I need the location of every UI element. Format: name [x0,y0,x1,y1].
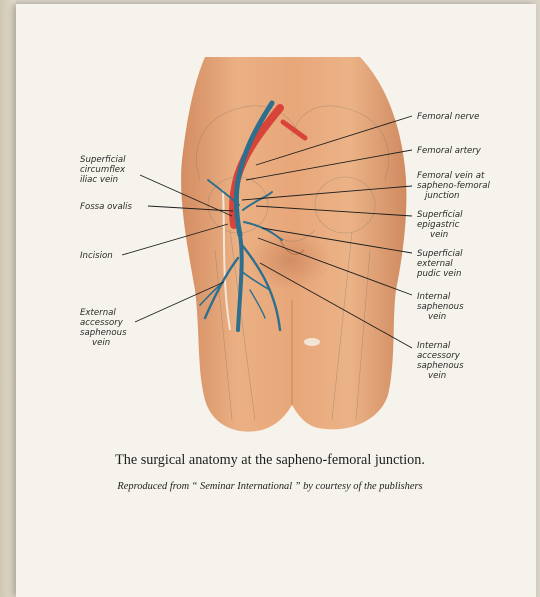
label-fossa-ovalis: Fossa ovalis [80,202,133,212]
label-femoral-artery: Femoral artery [417,146,482,156]
label-femoral-vein-at-junction: Femoral vein at sapheno-femoral junction [417,171,493,201]
skin-highlight [304,338,320,346]
label-femoral-nerve: Femoral nerve [417,112,479,122]
label-external-accessory-saphenous-vein: External accessory saphenous vein [80,308,129,348]
label-superficial-epigastric-vein: Superficial epigastric vein [417,210,465,240]
label-superficial-circumflex-iliac-vein: Superficial circumflex iliac vein [80,155,128,185]
label-superficial-external-pudic-vein: Superficial external pudic vein [416,249,465,279]
figure-caption: The surgical anatomy at the sapheno-femo… [0,452,540,469]
label-incision: Incision [80,251,113,261]
figure-credit: Reproduced from “ Seminar International … [0,481,540,492]
label-internal-accessory-saphenous-vein: Internal accessory saphenous vein [417,341,466,381]
label-internal-saphenous-vein: Internal saphenous vein [417,292,466,322]
